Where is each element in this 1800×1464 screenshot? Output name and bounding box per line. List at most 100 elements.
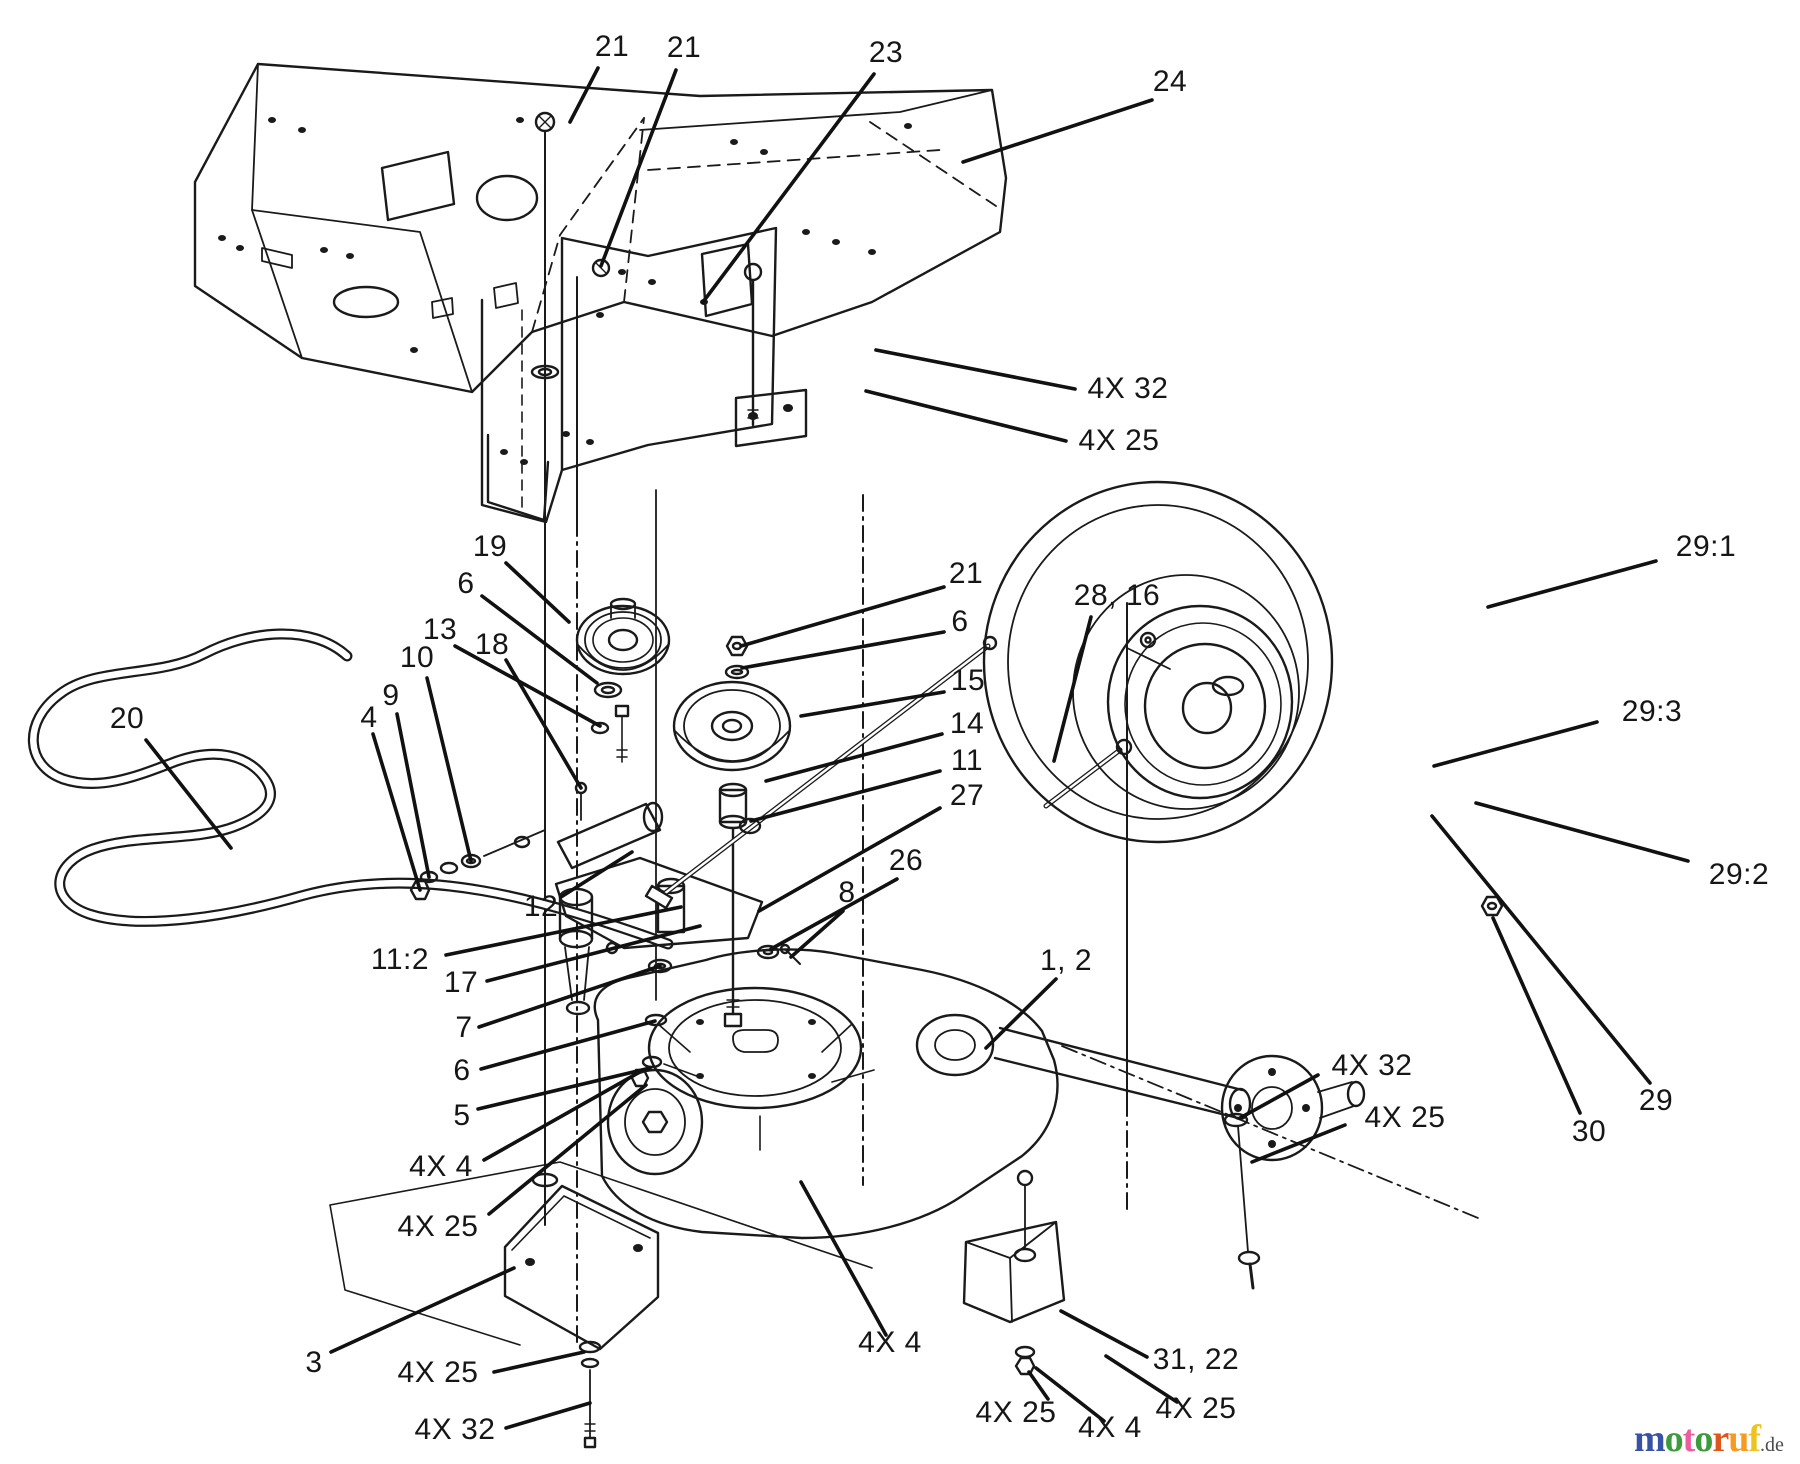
callout-leader-lines (144, 66, 1690, 1430)
brand-logo[interactable]: motoruf.de (1634, 1420, 1784, 1458)
callout-4x25-bot-left: 4X 25 (397, 1356, 479, 1389)
leader-21-top-left (568, 66, 600, 124)
callout-17: 17 (443, 966, 479, 999)
callout-4x25-top: 4X 25 (1078, 424, 1160, 457)
callout-3: 3 (305, 1346, 323, 1379)
leader-29-1 (1486, 559, 1658, 609)
logo-letter: o (1694, 1418, 1713, 1460)
leader-15 (799, 690, 946, 718)
leader-4x25-bot-right (1104, 1354, 1179, 1404)
callout-29-3: 29:3 (1621, 695, 1683, 728)
callout-28-16: 28, 16 (1073, 579, 1161, 612)
logo-letter: o (1664, 1418, 1684, 1460)
callout-21-top-left: 21 (594, 30, 630, 63)
callout-5: 5 (453, 1099, 471, 1132)
skid-plate (503, 1184, 660, 1449)
callout-19: 19 (472, 530, 508, 563)
leader-19 (504, 561, 571, 624)
callout-4x4-left: 4X 4 (409, 1150, 473, 1183)
logo-letter: t (1682, 1418, 1696, 1460)
leader-20 (144, 738, 233, 850)
leader-29-2 (1474, 801, 1690, 863)
rear-wheel (982, 480, 1504, 917)
callout-21-mid: 21 (948, 557, 984, 590)
callout-4x32-bot-left: 4X 32 (414, 1413, 496, 1446)
leader-3 (329, 1266, 516, 1354)
leader-29-3 (1432, 720, 1599, 768)
leader-4x32-top (874, 348, 1077, 391)
callout-18: 18 (474, 628, 510, 661)
leader-9 (395, 712, 431, 879)
leader-1-2 (984, 977, 1058, 1050)
leader-5 (476, 1066, 652, 1111)
leader-12 (559, 850, 634, 899)
leader-4x32-right (1238, 1073, 1320, 1120)
callout-4x32-top: 4X 32 (1087, 372, 1169, 405)
leader-7 (477, 964, 662, 1029)
mount-fasteners (531, 958, 1261, 1376)
callout-6-left-2: 6 (453, 1054, 471, 1087)
callout-15: 15 (950, 664, 986, 697)
callout-1-2: 1, 2 (1039, 944, 1093, 977)
callout-9: 9 (382, 679, 400, 712)
callout-12: 12 (523, 890, 559, 923)
leader-30 (1491, 916, 1582, 1115)
leader-4x32-bot-left (504, 1401, 592, 1430)
leader-21-top-mid (599, 68, 678, 268)
leader-4x4-left (482, 1071, 640, 1162)
callout-4: 4 (360, 701, 378, 734)
leader-17 (485, 924, 702, 983)
callout-11: 11 (950, 744, 984, 777)
leader-26 (769, 877, 899, 951)
callout-4x32-right: 4X 32 (1331, 1049, 1413, 1082)
leader-18 (504, 658, 583, 790)
leader-29 (1430, 814, 1652, 1085)
leader-24 (961, 98, 1154, 164)
leader-27 (757, 806, 942, 913)
leader-4x25-bot-left (492, 1350, 586, 1374)
drive-belt (27, 628, 674, 950)
leader-4x4-bot-mid (1034, 1366, 1106, 1423)
leader-6-mid (740, 630, 946, 670)
frame-holes (218, 117, 912, 465)
transmission-pulley-stack (672, 635, 801, 1028)
idler-arm-assembly (554, 801, 764, 1016)
leader-14 (764, 732, 944, 783)
callout-4x25-bot-right: 4X 25 (1155, 1392, 1237, 1425)
mounting-bolts-top (530, 111, 763, 427)
callout-8: 8 (838, 876, 856, 909)
leader-28-16 (1052, 615, 1093, 763)
leader-4x25-top (864, 389, 1068, 443)
logo-letter: m (1634, 1418, 1666, 1460)
leader-8 (789, 909, 845, 959)
brake-cable (644, 635, 1133, 910)
callout-7: 7 (455, 1011, 473, 1044)
callout-13: 13 (422, 613, 458, 646)
callout-29-2: 29:2 (1708, 858, 1770, 891)
callout-29: 29 (1638, 1084, 1674, 1117)
leader-6-left-2 (479, 1019, 657, 1071)
callout-6-mid: 6 (951, 605, 969, 638)
leader-23 (701, 72, 876, 304)
leader-10 (425, 676, 473, 863)
callout-14: 14 (949, 707, 985, 740)
leader-21-mid (739, 585, 946, 648)
idler-pulley-upper (574, 597, 671, 821)
callout-26: 26 (888, 844, 924, 877)
chassis-frame (193, 62, 1008, 524)
callout-24: 24 (1152, 65, 1188, 98)
callout-6-left-1: 6 (457, 567, 475, 600)
callout-30: 30 (1571, 1115, 1607, 1148)
leader-11 (749, 769, 942, 823)
callout-4x25-right: 4X 25 (1364, 1101, 1446, 1134)
leader-4 (371, 732, 422, 892)
transaxle (329, 948, 1366, 1346)
callout-4x4-mid: 4X 4 (858, 1326, 922, 1359)
callout-29-1: 29:1 (1675, 530, 1737, 563)
leader-4x25-left (487, 1083, 648, 1216)
leader-6-left-1 (480, 594, 599, 685)
callout-27: 27 (949, 779, 985, 812)
logo-letter: f (1748, 1418, 1761, 1460)
callout-31-22: 31, 22 (1152, 1343, 1240, 1376)
